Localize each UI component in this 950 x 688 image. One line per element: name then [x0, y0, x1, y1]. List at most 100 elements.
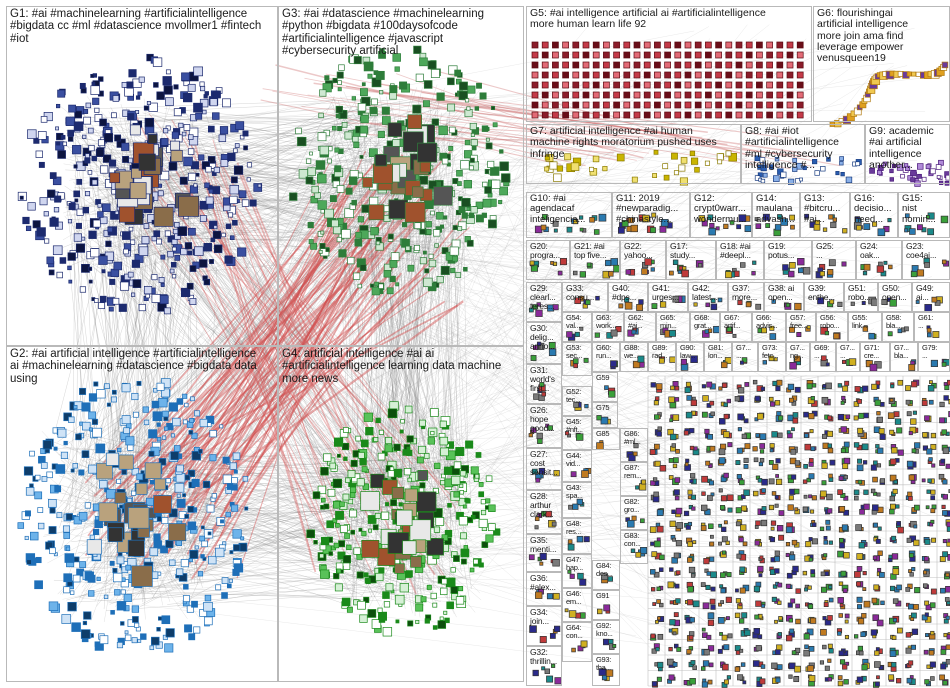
vertex-node: [892, 554, 898, 560]
vertex-node: [657, 600, 661, 604]
vertex-node: [820, 491, 826, 497]
vertex-node: [720, 632, 723, 635]
vertex-node: [735, 396, 740, 401]
vertex-node: [745, 630, 751, 636]
vertex-node: [675, 496, 679, 500]
vertex-node: [672, 510, 676, 514]
vertex-node: [857, 399, 861, 403]
vertex-node: [907, 461, 913, 467]
vertex-node: [907, 678, 912, 683]
vertex-node: [876, 648, 879, 651]
vertex-node: [845, 620, 848, 623]
vertex-node: [718, 649, 722, 653]
vertex-node: [804, 464, 808, 468]
vertex-node: [858, 619, 863, 624]
vertex-node: [688, 522, 691, 525]
vertex-node: [772, 432, 778, 438]
vertex-node: [854, 496, 858, 500]
vertex-node: [826, 526, 830, 530]
vertex-node: [843, 386, 848, 391]
vertex-node: [654, 492, 659, 497]
vertex-node: [774, 620, 777, 623]
vertex-node: [824, 536, 827, 539]
vertex-node: [839, 614, 843, 618]
vertex-node: [891, 662, 896, 667]
vertex-node: [776, 479, 781, 484]
vertex-node: [914, 525, 917, 528]
vertex-node: [877, 493, 880, 496]
vertex-node: [877, 411, 881, 415]
vertex-node: [811, 396, 814, 399]
vertex-node: [786, 584, 790, 588]
vertex-node: [812, 539, 817, 544]
vertex-node: [654, 444, 659, 449]
vertex-node: [828, 444, 832, 448]
vertex-node: [809, 675, 815, 681]
vertex-node: [724, 645, 729, 650]
vertex-node: [841, 448, 845, 452]
vertex-node: [689, 635, 693, 639]
vertex-node: [773, 381, 777, 385]
vertex-node: [809, 458, 813, 462]
vertex-node: [704, 558, 709, 563]
vertex-node: [686, 459, 689, 462]
vertex-node: [827, 509, 831, 513]
vertex-node: [761, 665, 765, 669]
vertex-node: [760, 444, 765, 449]
vertex-node: [857, 597, 862, 602]
vertex-node: [759, 462, 763, 466]
vertex-node: [803, 480, 807, 484]
vertex-node: [724, 680, 728, 684]
vertex-node: [879, 428, 884, 433]
vertex-node: [872, 598, 877, 603]
vertex-node: [708, 613, 714, 619]
vertex-node: [877, 417, 882, 422]
vertex-node: [844, 679, 849, 684]
vertex-node: [676, 571, 680, 575]
vertex-node: [892, 636, 896, 640]
vertex-node: [674, 553, 679, 558]
vertex-node: [753, 380, 757, 384]
vertex-node: [762, 489, 766, 493]
vertex-node: [864, 601, 870, 607]
vertex-node: [690, 428, 694, 432]
vertex-node: [812, 384, 816, 388]
vertex-node: [840, 604, 843, 607]
vertex-node: [875, 682, 879, 686]
vertex-node: [770, 537, 774, 541]
vertex-node: [753, 491, 758, 496]
vertex-node: [744, 464, 748, 468]
vertex-node: [820, 661, 823, 664]
vertex-node: [906, 587, 910, 591]
vertex-node: [722, 383, 726, 387]
vertex-node: [827, 494, 833, 500]
vertex-node: [796, 604, 800, 608]
vertex-node: [787, 573, 792, 578]
vertex-node: [803, 571, 807, 575]
vertex-node: [726, 617, 729, 620]
vertex-node: [893, 569, 899, 575]
vertex-node: [674, 490, 679, 495]
vertex-node: [669, 675, 674, 680]
vertex-node: [657, 587, 661, 591]
vertex-node: [890, 509, 895, 514]
vertex-node: [707, 496, 712, 501]
vertex-node: [653, 603, 656, 606]
vertex-node: [691, 400, 697, 406]
vertex-node: [895, 419, 901, 425]
vertex-node: [673, 662, 677, 666]
vertex-node: [657, 538, 660, 541]
vertex-node: [843, 589, 847, 593]
vertex-node: [675, 386, 679, 390]
vertex-node: [740, 567, 745, 572]
vertex-node: [655, 397, 659, 401]
vertex-node: [776, 459, 780, 463]
vertex-node: [804, 495, 807, 498]
vertex-node: [724, 521, 727, 524]
vertex-node: [707, 572, 711, 576]
vertex-node: [778, 601, 782, 605]
vertex-node: [756, 601, 761, 606]
vertex-node: [890, 459, 896, 465]
vertex-node: [724, 473, 729, 478]
vertex-node: [790, 629, 794, 633]
